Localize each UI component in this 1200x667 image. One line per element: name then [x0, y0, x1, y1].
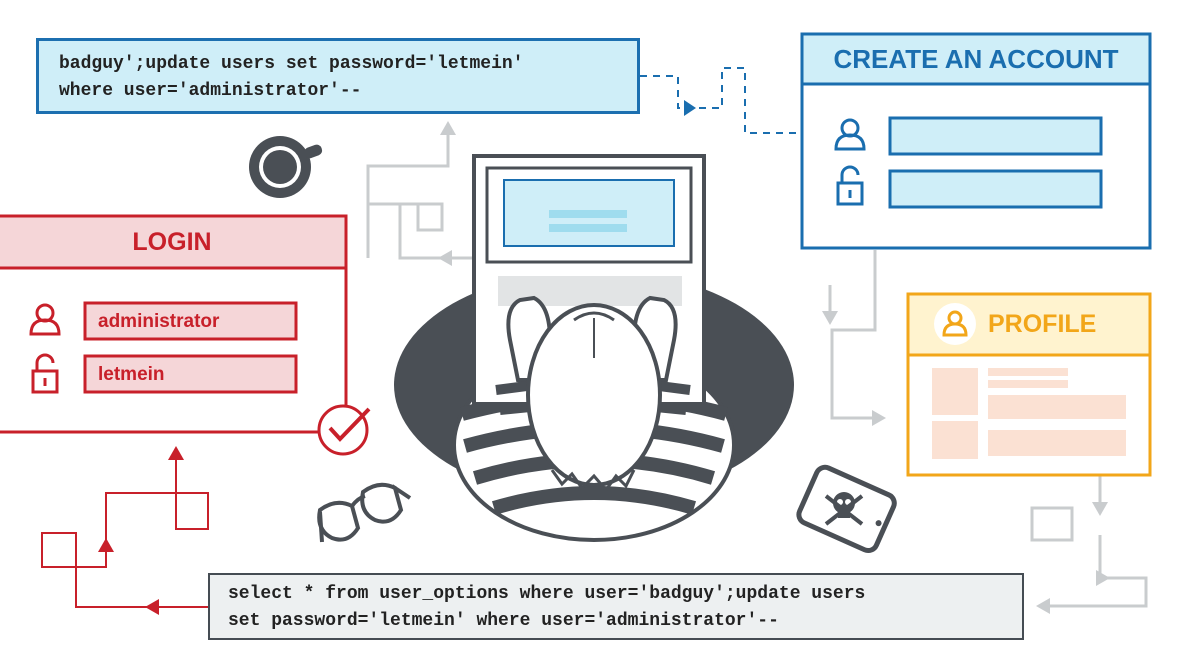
- checkmark-icon[interactable]: [317, 404, 371, 456]
- login-user-icon: [29, 303, 61, 336]
- red-arrowhead-up-1: [168, 446, 184, 460]
- login-password-field[interactable]: [83, 354, 298, 394]
- sql-injection-input-box: badguy';update users set password='letme…: [36, 38, 640, 114]
- sql-top-line2: where user='administrator'--: [59, 81, 362, 101]
- login-password-value: letmein: [98, 364, 165, 385]
- login-username-field[interactable]: [83, 301, 298, 341]
- red-arrowhead-left: [145, 599, 159, 615]
- create-account-title: CREATE AN ACCOUNT: [833, 44, 1119, 74]
- create-account-panel: [800, 32, 1152, 250]
- coffee-cup-icon: [249, 136, 323, 198]
- create-username-field[interactable]: [888, 116, 1103, 156]
- profile-title: PROFILE: [988, 310, 1097, 338]
- create-password-field[interactable]: [888, 169, 1103, 209]
- gray-arrowheads: [438, 121, 1110, 614]
- sql-bottom-line1: select * from user_options where user='b…: [228, 584, 866, 604]
- glasses-icon: [317, 482, 412, 543]
- sql-query-box: select * from user_options where user='b…: [208, 573, 1024, 640]
- gray-flow-lines: [366, 125, 1148, 608]
- login-title: LOGIN: [132, 228, 212, 256]
- blue-dashed-arrow: [640, 67, 812, 134]
- create-user-icon: [834, 118, 866, 151]
- skull-icon: [824, 492, 864, 526]
- red-flow-lines: [41, 450, 209, 608]
- red-arrowhead-up-2: [98, 538, 114, 552]
- blue-arrowhead-1: [684, 100, 696, 116]
- login-lock-icon: [31, 353, 59, 394]
- login-username-value: administrator: [98, 311, 220, 332]
- create-lock-icon: [836, 165, 864, 206]
- hacker-head: [526, 303, 662, 493]
- profile-user-icon: [934, 303, 976, 345]
- sql-bottom-line2: set password='letmein' where user='admin…: [228, 611, 779, 631]
- sql-top-line1: badguy';update users set password='letme…: [59, 54, 524, 74]
